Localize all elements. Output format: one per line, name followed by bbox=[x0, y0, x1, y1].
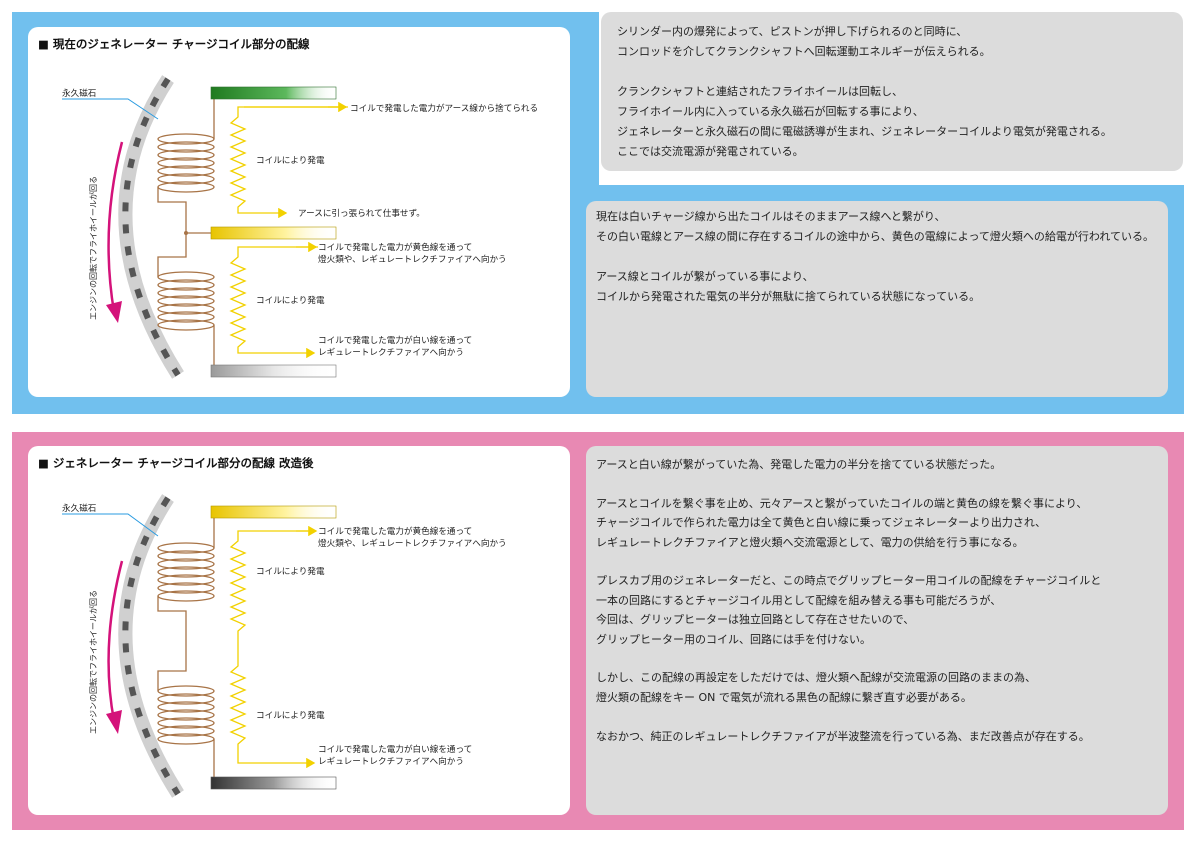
text-line: シリンダー内の爆発によって、ピストンが押し下げられるのと同時に、 bbox=[617, 25, 968, 38]
magnet-label: 永久磁石 bbox=[62, 502, 97, 514]
text-line: アース線とコイルが繋がっている事により、 bbox=[596, 270, 814, 283]
white-lead bbox=[210, 776, 337, 790]
text-line bbox=[596, 474, 1101, 493]
yellow-line-label-1: コイルで発電した電力が黄色線を通って bbox=[318, 241, 472, 253]
text-line bbox=[596, 247, 1154, 267]
modified-wiring-diagram-panel: ■ ジェネレーター チャージコイル部分の配線 改造後 永久磁石 エンジンの回転で… bbox=[28, 446, 570, 815]
text-line: 現在は白いチャージ線から出たコイルはそのままアース線へと繋がり、 bbox=[596, 210, 946, 223]
text-line: グリップヒーター用のコイル、回路には手を付けない。 bbox=[596, 632, 871, 646]
magnet-leader-line bbox=[62, 513, 159, 537]
coil2-generation-label: コイルにより発電 bbox=[256, 294, 325, 306]
text-line bbox=[617, 62, 1112, 82]
current-wiring-diagram-panel: ■ 現在のジェネレーター チャージコイル部分の配線 永久磁石 エンジンの回転でフ… bbox=[28, 27, 570, 397]
text-line: プレスカブ用のジェネレーターだと、この時点でグリップヒーター用コイルの配線をチャ… bbox=[596, 574, 1102, 588]
yellow-lead bbox=[210, 226, 337, 240]
white-line-label-1: コイルで発電した電力が白い線を通って bbox=[318, 743, 472, 755]
rotation-arrowhead bbox=[106, 710, 122, 734]
flywheel-arc bbox=[118, 494, 184, 798]
white-line-label-1: コイルで発電した電力が白い線を通って bbox=[318, 334, 472, 346]
yellow-lead bbox=[210, 505, 337, 519]
flywheel-explanation-text: シリンダー内の爆発によって、ピストンが押し下げられるのと同時に、 コンロッドを介… bbox=[617, 22, 1112, 162]
text-line bbox=[596, 552, 1101, 571]
current-flow-arrows bbox=[229, 106, 348, 359]
lower-coil bbox=[157, 271, 215, 331]
text-line: しかし、この配線の再設定をしただけでは、燈火類へ配線が交流電源の回路のままの為、 bbox=[596, 671, 1036, 685]
text-line: コイルから発電された電気の半分が無駄に捨てられている状態になっている。 bbox=[596, 290, 981, 303]
modified-wiring-explanation-text: アースと白い線が繋がっていた為、発電した電力の半分を捨てている状態だった。 アー… bbox=[596, 455, 1101, 746]
green-ground-lead bbox=[210, 86, 337, 100]
text-line: 一本の回路にするとチャージコイル用として配線を組み替える事も可能だろうが、 bbox=[596, 593, 1002, 607]
magnet-label: 永久磁石 bbox=[62, 87, 97, 99]
yellow-line-label-1: コイルで発電した電力が黄色線を通って bbox=[318, 525, 472, 537]
white-lead bbox=[210, 364, 337, 378]
white-line-label-2: レギュレートレクチファイアへ向かう bbox=[318, 346, 464, 358]
text-line: ジェネレーターと永久磁石の間に電磁誘導が生まれ、ジェネレーターコイルより電気が発… bbox=[617, 125, 1112, 138]
text-line: 今回は、グリップヒーターは独立回路として存在させたいので、 bbox=[596, 613, 915, 627]
rotation-arrow bbox=[107, 560, 124, 722]
upper-coil bbox=[157, 133, 215, 193]
lower-coil bbox=[157, 685, 215, 745]
current-wiring-explanation-box: 現在は白いチャージ線から出たコイルはそのままアース線へと繋がり、 その白い電線と… bbox=[586, 201, 1168, 397]
rotation-label: エンジンの回転でフライホイールが回る bbox=[88, 590, 98, 734]
current-wiring-explanation-text: 現在は白いチャージ線から出たコイルはそのままアース線へと繋がり、 その白い電線と… bbox=[596, 207, 1154, 307]
text-line: ここでは交流電源が発電されている。 bbox=[617, 145, 804, 158]
coil1-generation-label: コイルにより発電 bbox=[256, 565, 325, 577]
modified-wiring-title: ■ ジェネレーター チャージコイル部分の配線 改造後 bbox=[38, 456, 314, 470]
flywheel-arc bbox=[118, 75, 184, 379]
text-line: なおかつ、純正のレギュレートレクチファイアが半波整流を行っている為、まだ改善点が… bbox=[596, 729, 1090, 743]
text-line: フライホイール内に入っている永久磁石が回転する事により、 bbox=[617, 105, 924, 118]
text-line bbox=[596, 649, 1101, 668]
modified-wiring-explanation-box: アースと白い線が繋がっていた為、発電した電力の半分を捨てている状態だった。 アー… bbox=[586, 446, 1168, 815]
flywheel-explanation-box: シリンダー内の爆発によって、ピストンが押し下げられるのと同時に、 コンロッドを介… bbox=[601, 12, 1183, 171]
permanent-magnets bbox=[122, 77, 181, 377]
text-line: 燈火類の配線をキー ON で電気が流れる黒色の配線に繋ぎ直す必要がある。 bbox=[596, 690, 972, 704]
coil2-generation-label: コイルにより発電 bbox=[256, 709, 325, 721]
permanent-magnets bbox=[122, 496, 181, 796]
text-line: レギュレートレクチファイアと燈火類へ交流電源として、電力の供給を行う事になる。 bbox=[596, 535, 1024, 549]
coil1-generation-label: コイルにより発電 bbox=[256, 154, 325, 166]
text-line: チャージコイルで作られた電力は全て黄色と白い線に乗ってジェネレーターより出力され… bbox=[596, 516, 1047, 530]
rotation-label: エンジンの回転でフライホイールが回る bbox=[88, 176, 98, 320]
yellow-line-label-2: 燈火類や、レギュレートレクチファイアへ向かう bbox=[318, 253, 507, 265]
junction-dot bbox=[184, 231, 188, 235]
current-wiring-diagram: 永久磁石 エンジンの回転でフライホイールが回る bbox=[62, 75, 538, 379]
yellow-line-label-2: 燈火類や、レギュレートレクチファイアへ向かう bbox=[318, 537, 507, 549]
green-line-label: コイルで発電した電力がアース線から捨てられる bbox=[350, 102, 538, 114]
text-line: その白い電線とアース線の間に存在するコイルの途中から、黄色の電線によって燈火類へ… bbox=[596, 230, 1155, 243]
current-wiring-title: ■ 現在のジェネレーター チャージコイル部分の配線 bbox=[38, 37, 310, 51]
white-line-label-2: レギュレートレクチファイアへ向かう bbox=[318, 755, 464, 767]
modified-wiring-diagram: 永久磁石 エンジンの回転でフライホイールが回る bbox=[62, 494, 507, 798]
text-line: アースと白い線が繋がっていた為、発電した電力の半分を捨てている状態だった。 bbox=[596, 458, 1002, 471]
rotation-arrowhead bbox=[106, 301, 122, 323]
text-line: クランクシャフトと連結されたフライホイールは回転し、 bbox=[617, 85, 903, 98]
rotation-arrow bbox=[107, 141, 124, 313]
upper-coil bbox=[157, 542, 215, 602]
magnet-leader-line bbox=[62, 98, 159, 120]
current-flow-arrows bbox=[229, 530, 316, 769]
text-line bbox=[596, 707, 1101, 726]
text-line: コンロッドを介してクランクシャフトへ回転運動エネルギーが伝えられる。 bbox=[617, 45, 991, 58]
text-line: アースとコイルを繋ぐ事を止め、元々アースと繋がっていたコイルの端と黄色の線を繋ぐ… bbox=[596, 496, 1088, 510]
top-blue-band-connector bbox=[585, 12, 599, 185]
ground-label: アースに引っ張られて仕事せず。 bbox=[298, 207, 425, 219]
